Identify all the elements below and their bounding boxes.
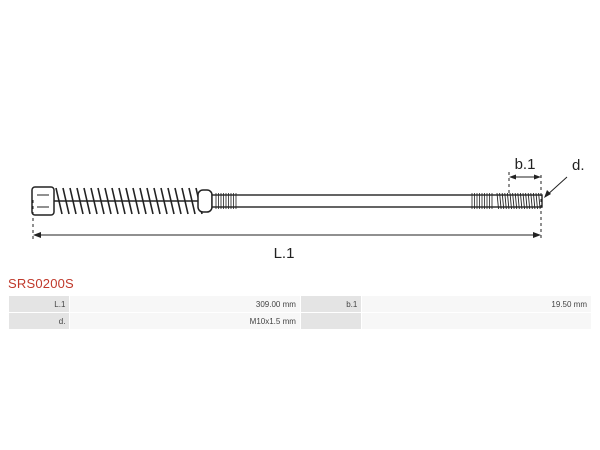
spec-label: L.1	[9, 296, 70, 312]
arrow-left	[33, 232, 41, 238]
spec-value: M10x1.5 mm	[70, 313, 300, 329]
arrow-thread-left	[509, 174, 516, 180]
spec-value: 309.00 mm	[70, 296, 300, 312]
thread-line	[499, 192, 502, 210]
thread-line	[512, 192, 515, 210]
thread-line	[522, 192, 525, 210]
thread-line	[525, 192, 528, 210]
spec-value	[362, 313, 591, 329]
table-row: L.1 309.00 mm b.1 19.50 mm	[9, 296, 591, 312]
collar	[197, 189, 213, 213]
thread-line	[519, 192, 523, 210]
spring	[54, 187, 203, 215]
thread-line	[496, 192, 499, 210]
bolt-diagram: L.1 b.1 d.	[31, 156, 585, 262]
thread-line	[517, 192, 520, 210]
bolt-head	[31, 186, 55, 216]
arrow-thread-right	[534, 174, 541, 180]
thread-line	[506, 192, 510, 210]
knurl-right	[471, 193, 493, 209]
thread-line	[535, 192, 538, 210]
arrow-thread-diameter	[544, 190, 551, 198]
thread-line	[530, 192, 533, 210]
spec-label: d.	[9, 313, 70, 329]
thread-line	[514, 192, 518, 210]
thread-section	[496, 192, 541, 210]
arrow-right	[533, 232, 541, 238]
part-code: SRS0200S	[8, 276, 74, 291]
length-label: L.1	[274, 245, 295, 262]
thread-label: d.	[572, 157, 585, 174]
thread-line	[509, 192, 512, 210]
thread-line	[527, 192, 531, 210]
bolt-shaft	[211, 194, 543, 208]
spec-label: b.1	[300, 296, 362, 312]
specs-table: L.1 309.00 mm b.1 19.50 mm d. M10x1.5 mm	[8, 295, 592, 330]
thread-line	[532, 192, 536, 210]
thread-line	[501, 192, 505, 210]
thread-length-label: b.1	[515, 156, 536, 173]
knurl-left	[215, 193, 237, 209]
thread-line	[504, 192, 507, 210]
spec-label	[300, 313, 362, 329]
thread-line	[538, 192, 541, 210]
spec-value: 19.50 mm	[362, 296, 591, 312]
table-row: d. M10x1.5 mm	[9, 313, 591, 329]
